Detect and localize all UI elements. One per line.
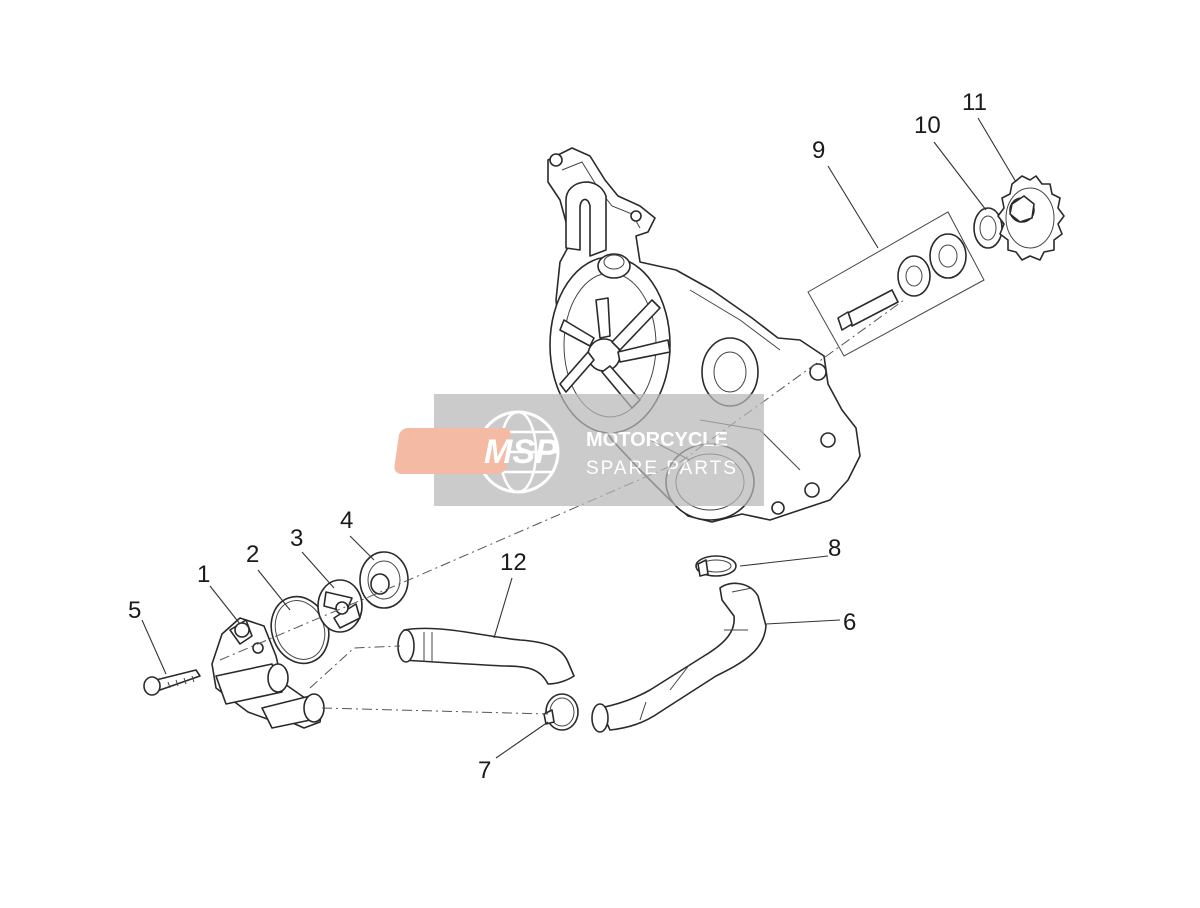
hose-clamp-lower — [543, 693, 579, 731]
leader-lines — [141, 117, 1017, 759]
callout-9: 9 — [812, 137, 825, 164]
callout-12: 12 — [500, 549, 527, 576]
assembly-centerlines — [219, 299, 905, 715]
callout-labels: 1 2 3 4 5 6 7 8 9 10 11 12 — [128, 89, 987, 784]
callout-11: 11 — [962, 89, 987, 116]
callout-10: 10 — [914, 112, 941, 139]
callout-7: 7 — [478, 757, 491, 784]
shaft-bearing-assembly — [807, 211, 985, 357]
msp-logo-badge — [394, 428, 511, 474]
callout-6: 6 — [843, 609, 856, 636]
msp-watermark: MSP MOTORCYCLE SPARE PARTS — [394, 394, 764, 506]
coolant-hose-upper — [397, 627, 575, 685]
oil-seal — [973, 207, 1003, 249]
callout-2: 2 — [246, 541, 259, 568]
watermark-line-1: MOTORCYCLE — [586, 429, 728, 451]
callout-8: 8 — [828, 535, 841, 562]
hose-clamp-upper — [695, 555, 737, 577]
impeller — [317, 579, 363, 633]
drive-gear — [997, 175, 1065, 261]
coolant-hose-lower — [591, 582, 767, 733]
pump-seal — [359, 551, 409, 609]
callout-4: 4 — [340, 507, 353, 534]
msp-logo-text: MSP — [484, 433, 558, 471]
callout-3: 3 — [290, 525, 303, 552]
water-pump-housing — [211, 617, 325, 729]
bolt — [143, 669, 201, 696]
callout-5: 5 — [128, 597, 141, 624]
callout-1: 1 — [197, 561, 210, 588]
watermark-line-2: SPARE PARTS — [586, 458, 738, 479]
